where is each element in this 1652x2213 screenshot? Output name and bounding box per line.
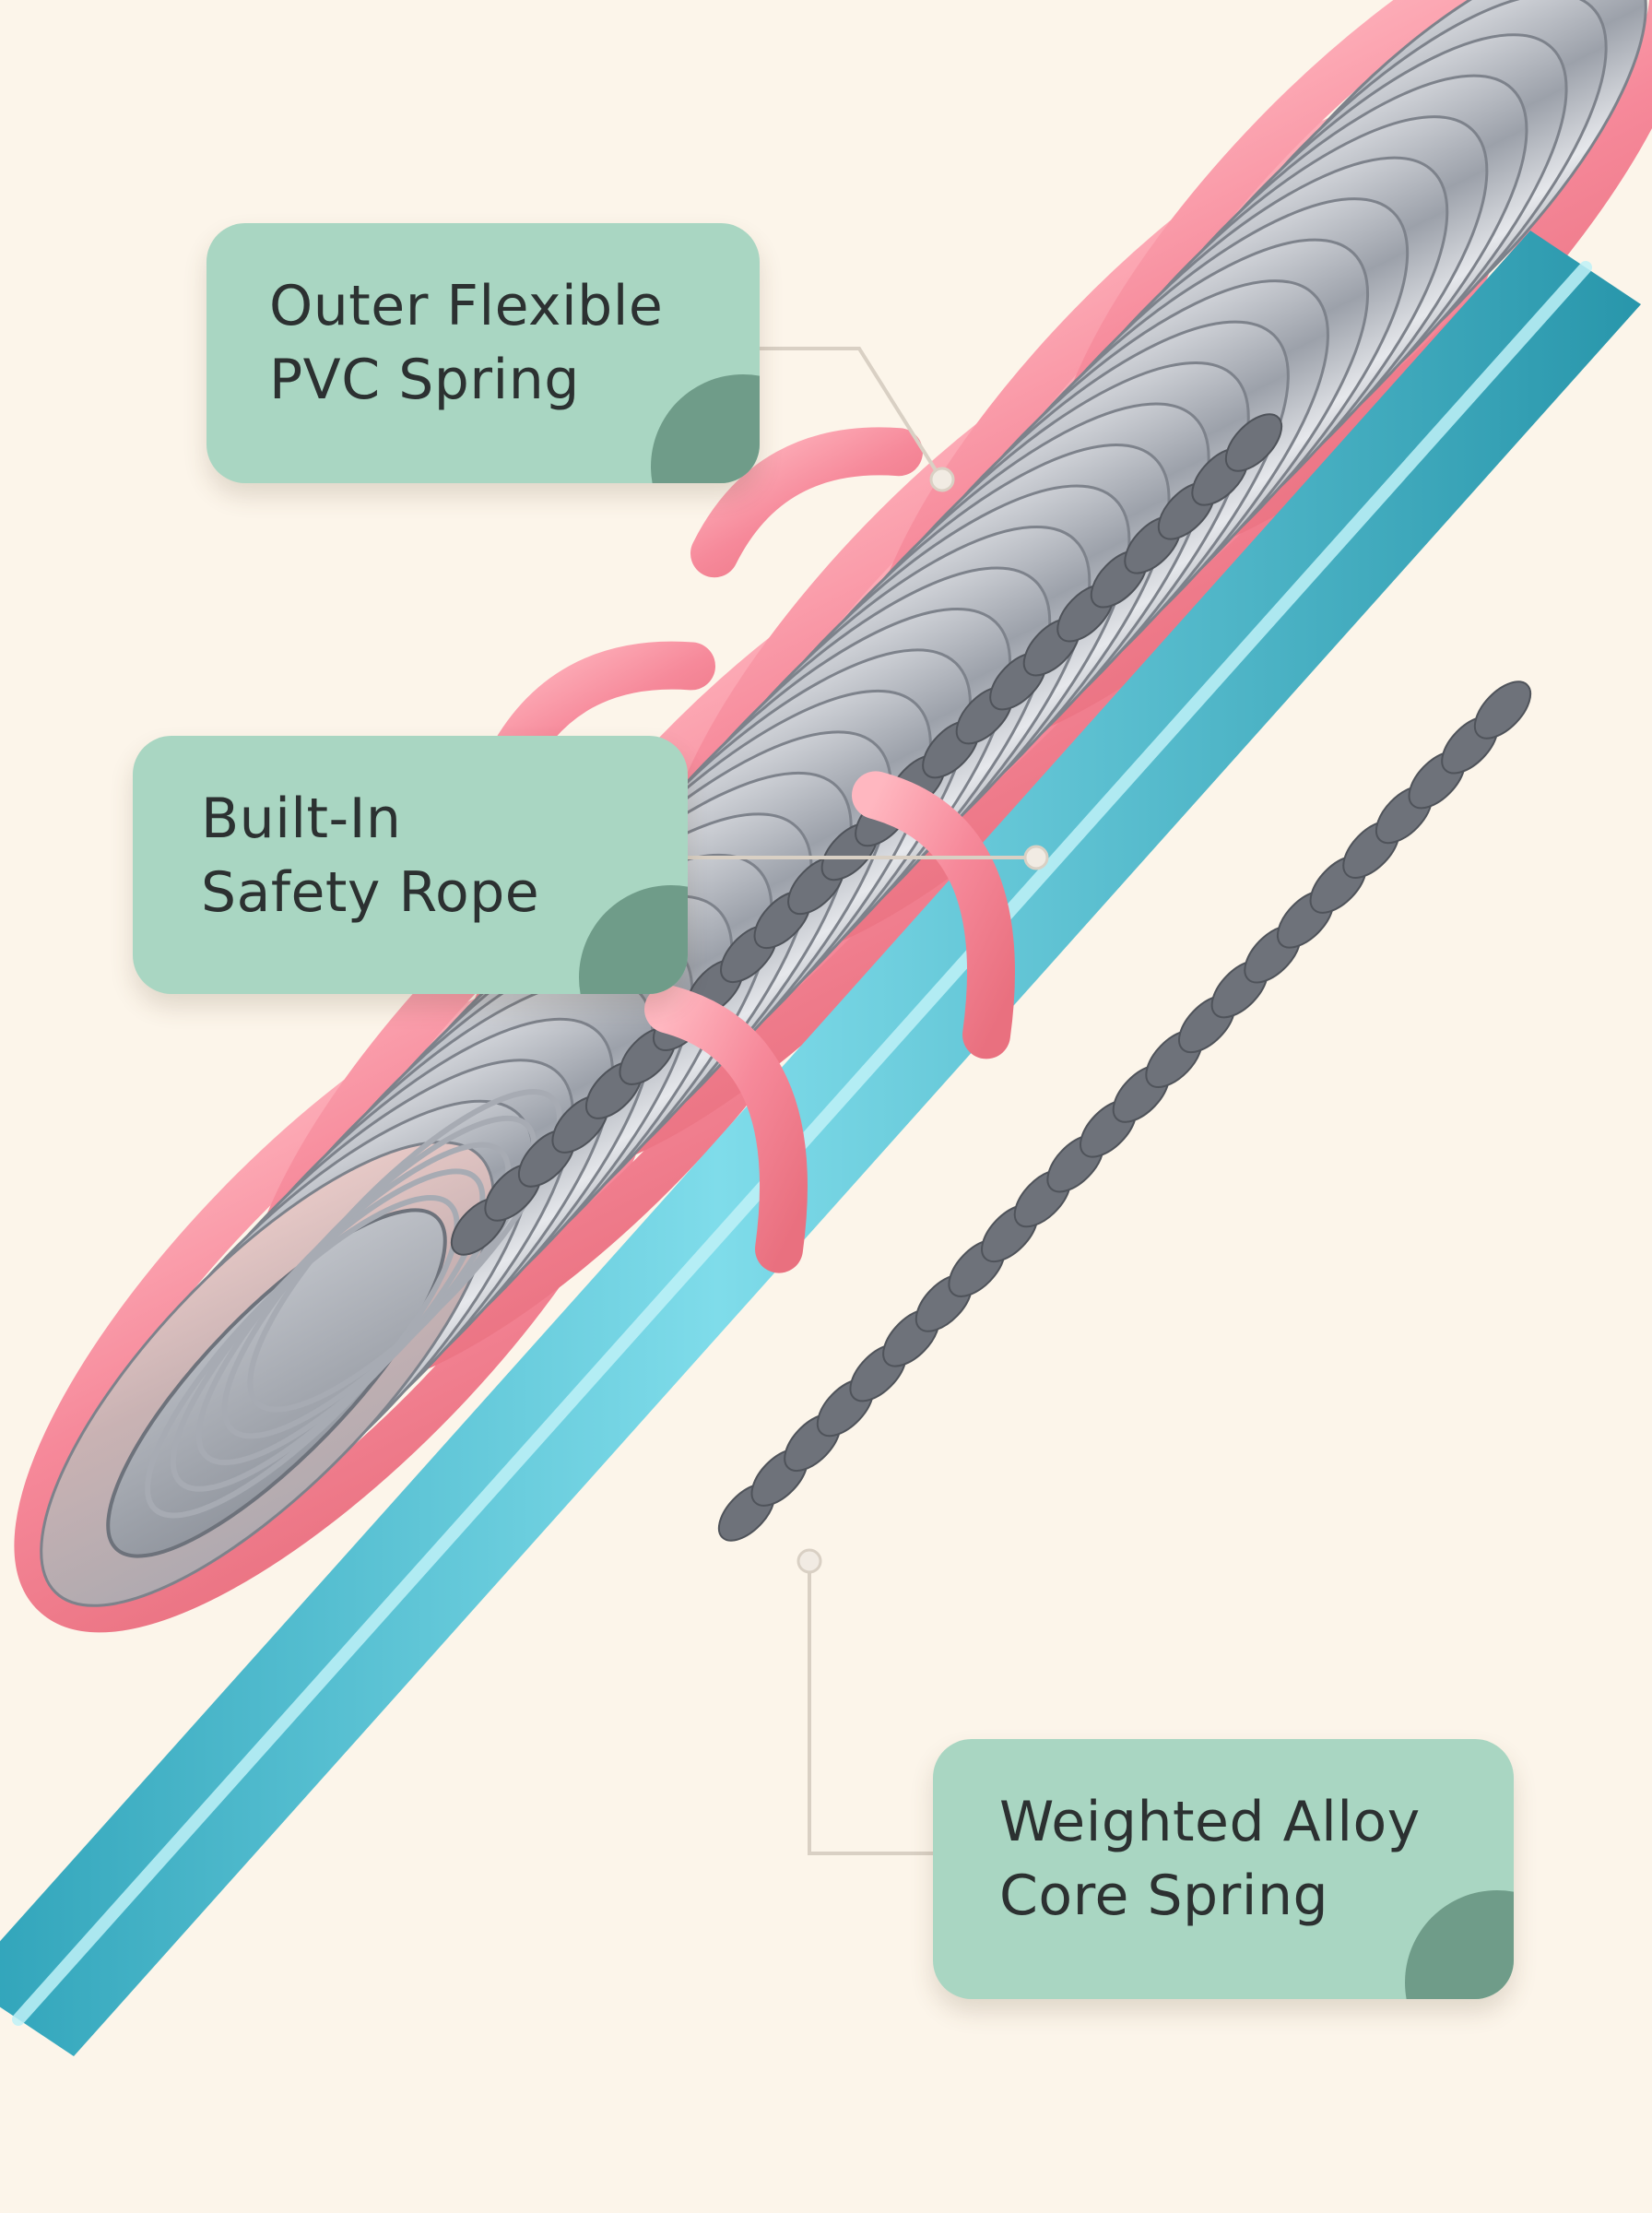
callout-core-spring-line-2: Core Spring (999, 1859, 1421, 1933)
callout-safety-rope-line-1: Built-In (201, 782, 539, 856)
callout-core-spring: Weighted Alloy Core Spring (933, 1739, 1514, 1999)
leader-dot-safety-rope (1025, 846, 1047, 869)
callout-safety-rope-label: Built-In Safety Rope (201, 782, 539, 929)
leader-line-core-spring (809, 1563, 933, 1853)
callout-corner-accent (579, 885, 688, 994)
callout-corner-accent (1405, 1890, 1514, 1999)
leader-dot-outer-spring (931, 468, 953, 491)
callout-core-spring-label: Weighted Alloy Core Spring (999, 1785, 1421, 1933)
callout-safety-rope: Built-In Safety Rope (133, 736, 688, 994)
callout-outer-spring-label: Outer Flexible PVC Spring (269, 269, 663, 417)
callout-outer-spring: Outer Flexible PVC Spring (206, 223, 760, 483)
leader-dot-core-spring (798, 1550, 820, 1572)
callout-core-spring-line-1: Weighted Alloy (999, 1785, 1421, 1859)
callout-corner-accent (651, 374, 760, 483)
callout-safety-rope-line-2: Safety Rope (201, 856, 539, 929)
callout-outer-spring-line-2: PVC Spring (269, 343, 663, 417)
callout-outer-spring-line-1: Outer Flexible (269, 269, 663, 343)
